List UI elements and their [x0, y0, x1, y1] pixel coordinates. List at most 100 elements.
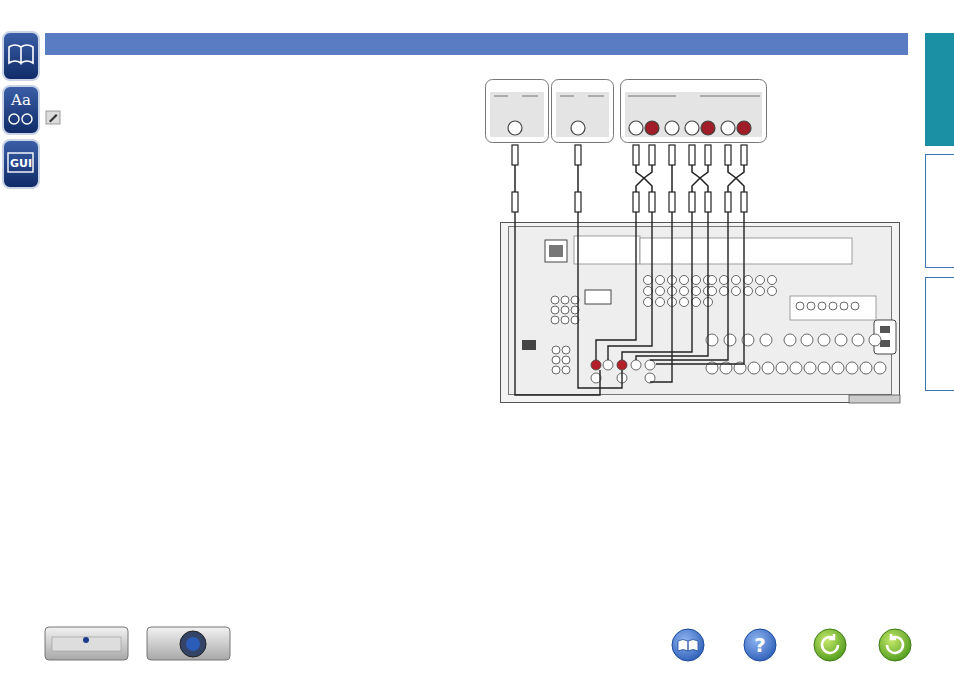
plug [512, 192, 518, 212]
jack [762, 362, 774, 374]
jack [796, 302, 804, 310]
plug [705, 145, 711, 165]
jack [776, 362, 788, 374]
bottom-icons [45, 627, 911, 661]
plug [575, 192, 581, 212]
jack [701, 121, 715, 135]
jack [561, 316, 569, 324]
jack [790, 362, 802, 374]
jack [760, 334, 772, 346]
jack [656, 276, 665, 285]
jack [708, 276, 717, 285]
jack [708, 287, 717, 296]
jack [737, 121, 751, 135]
plug [512, 145, 518, 165]
jack [732, 287, 741, 296]
header-bar [45, 33, 908, 55]
jack [768, 276, 777, 285]
jack [851, 302, 859, 310]
jack [656, 287, 665, 296]
jack [562, 346, 570, 354]
jack [801, 334, 813, 346]
jack [644, 276, 653, 285]
jack [807, 302, 815, 310]
nav-icons [3, 32, 39, 188]
jack [603, 360, 613, 370]
jack [552, 356, 560, 364]
jack [508, 121, 522, 135]
jack [874, 362, 886, 374]
jack [685, 121, 699, 135]
jack [784, 334, 796, 346]
devices [486, 80, 767, 143]
plug [633, 192, 639, 212]
jack [744, 276, 753, 285]
wire [515, 212, 600, 395]
plug [741, 145, 747, 165]
jack [756, 287, 765, 296]
jack [829, 302, 837, 310]
jack [724, 334, 736, 346]
plug [741, 192, 747, 212]
jack [768, 287, 777, 296]
jack [818, 302, 826, 310]
jack [756, 276, 765, 285]
plug [705, 192, 711, 212]
jack [835, 334, 847, 346]
jack [644, 287, 653, 296]
icon-label: ? [754, 635, 766, 655]
jack [680, 276, 689, 285]
wire [596, 212, 636, 360]
jack [748, 362, 760, 374]
cables [512, 145, 747, 212]
plug [669, 192, 675, 212]
side-tab [925, 33, 954, 146]
jack [846, 362, 858, 374]
jack [551, 296, 559, 304]
wire [622, 212, 692, 360]
plug [725, 145, 731, 165]
jack [869, 334, 881, 346]
jack [680, 298, 689, 307]
jack [656, 298, 665, 307]
jack [551, 316, 559, 324]
jack [732, 276, 741, 285]
jack [665, 121, 679, 135]
jack [818, 334, 830, 346]
jack [561, 306, 569, 314]
plug [649, 192, 655, 212]
jack [720, 276, 729, 285]
wire [650, 212, 728, 360]
jack [562, 366, 570, 374]
jack [852, 334, 864, 346]
jack [744, 287, 753, 296]
jack [631, 360, 641, 370]
jack [629, 121, 643, 135]
jack [692, 298, 701, 307]
wire [636, 212, 708, 360]
icon-label: Aa [11, 93, 31, 108]
jack [645, 360, 655, 370]
jack [692, 287, 701, 296]
note-icon [46, 111, 60, 124]
jack [804, 362, 816, 374]
jack [644, 298, 653, 307]
side-tab [926, 155, 954, 268]
jack [721, 121, 735, 135]
wires [515, 212, 744, 395]
plug [669, 145, 675, 165]
wire [578, 212, 622, 388]
plug [725, 192, 731, 212]
jack [832, 362, 844, 374]
wire [608, 212, 652, 360]
jack [645, 121, 659, 135]
wire [656, 212, 744, 364]
jack [562, 356, 570, 364]
jack [720, 287, 729, 296]
plug [689, 145, 695, 165]
jack [818, 362, 830, 374]
plug [649, 145, 655, 165]
receiver-rear-panel [501, 223, 901, 404]
side-tab [926, 278, 954, 391]
jack [552, 366, 560, 374]
